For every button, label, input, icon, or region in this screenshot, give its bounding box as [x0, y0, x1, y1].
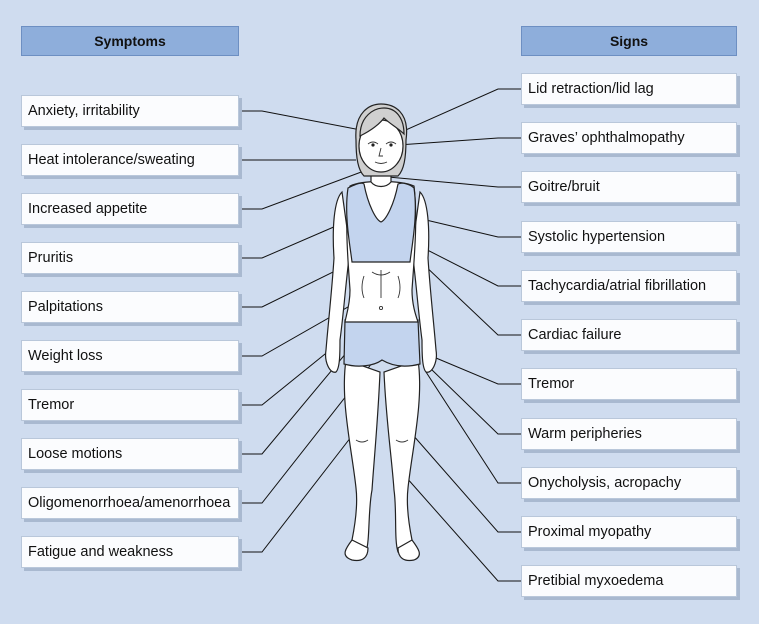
leader-tremor-sign — [435, 357, 521, 385]
sign-lid-retraction: Lid retraction/lid lag — [521, 73, 737, 105]
leader-tremor-symptom — [239, 349, 331, 406]
symptom-fatigue: Fatigue and weakness — [21, 536, 239, 568]
leader-pretibial-myxoedema — [397, 467, 521, 582]
symptoms-header: Symptoms — [21, 26, 239, 56]
symptom-loose-motions: Loose motions — [21, 438, 239, 470]
leader-systolic-hypertension — [425, 219, 521, 238]
sign-pretibial-myxoedema: Pretibial myxoedema — [521, 565, 737, 597]
symptom-palpitations: Palpitations — [21, 291, 239, 323]
leader-warm-peripheries — [429, 367, 521, 435]
leader-increased-appetite — [239, 167, 373, 210]
symptom-pruritis: Pruritis — [21, 242, 239, 274]
symptom-tremor: Tremor — [21, 389, 239, 421]
signs-header: Signs — [521, 26, 737, 56]
leader-pruritis — [239, 225, 337, 259]
leader-anxiety — [239, 110, 367, 132]
sign-systolic-hypertension: Systolic hypertension — [521, 221, 737, 253]
symptom-oligomenorrhoea: Oligomenorrhoea/amenorrhoea — [21, 487, 239, 519]
navel — [378, 305, 384, 311]
sign-tachycardia: Tachycardia/atrial fibrillation — [521, 270, 737, 302]
leader-onycholysis — [425, 371, 521, 484]
leader-lid-retraction — [380, 88, 521, 142]
symptom-weight-loss: Weight loss — [21, 340, 239, 372]
symptom-heat-intolerance: Heat intolerance/sweating — [21, 144, 239, 176]
right-eye — [385, 141, 397, 145]
leader-cardiac-failure — [401, 243, 521, 336]
woman-figure — [325, 103, 437, 562]
sign-leader-lines — [380, 88, 521, 582]
sign-cardiac-failure: Cardiac failure — [521, 319, 737, 351]
sign-tremor: Tremor — [521, 368, 737, 400]
sign-goitre: Goitre/bruit — [521, 171, 737, 203]
sign-proximal-myopathy: Proximal myopathy — [521, 516, 737, 548]
leader-goitre — [387, 176, 521, 188]
symptom-leader-lines — [239, 110, 391, 553]
leader-oligomenorrhoea — [239, 357, 377, 504]
sign-graves-ophthalmopathy: Graves’ ophthalmopathy — [521, 122, 737, 154]
symptom-increased-appetite: Increased appetite — [21, 193, 239, 225]
symptom-anxiety: Anxiety, irritability — [21, 95, 239, 127]
leader-proximal-myopathy — [397, 417, 521, 533]
left-eye — [367, 141, 379, 145]
leader-fatigue — [239, 427, 359, 553]
sign-warm-peripheries: Warm peripheries — [521, 418, 737, 450]
mouth — [374, 161, 388, 164]
leader-graves — [397, 137, 521, 146]
sign-onycholysis: Onycholysis, acropachy — [521, 467, 737, 499]
